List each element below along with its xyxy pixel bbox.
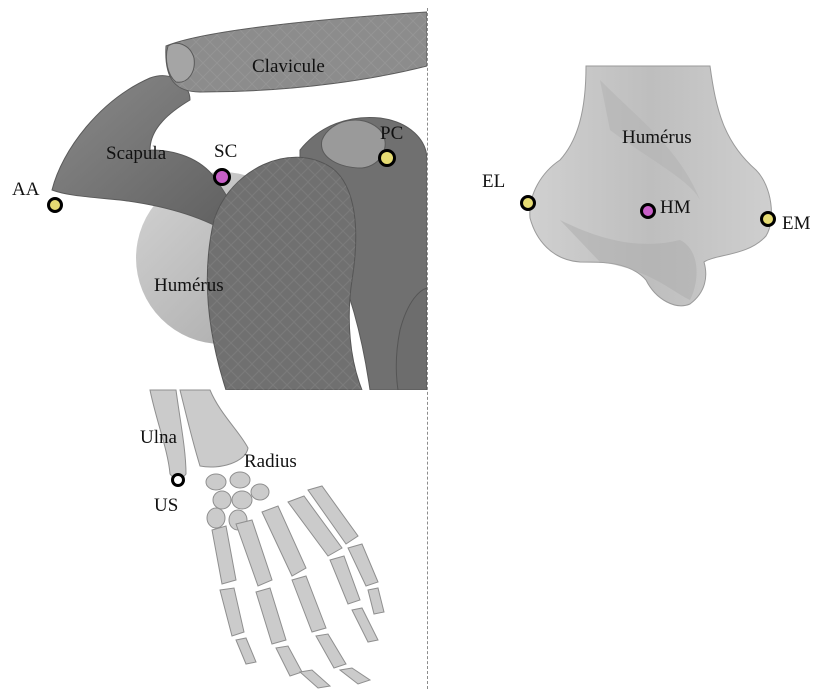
label-sc: SC [214, 142, 237, 161]
label-us: US [154, 496, 178, 515]
label-hm: HM [660, 198, 691, 217]
label-aa: AA [12, 180, 39, 199]
marker-em-icon [762, 213, 775, 226]
label-scapula: Scapula [106, 144, 166, 163]
label-humerus-shoulder: Humérus [154, 276, 224, 295]
label-humerus-elbow: Humérus [622, 128, 692, 147]
marker-hm-icon [642, 205, 655, 218]
marker-sc-icon [215, 170, 230, 185]
label-pc: PC [380, 124, 403, 143]
label-radius: Radius [244, 452, 297, 471]
label-el: EL [482, 172, 505, 191]
marker-aa-icon [49, 199, 62, 212]
marker-pc-icon [380, 151, 395, 166]
marker-el-icon [522, 197, 535, 210]
label-ulna: Ulna [140, 428, 177, 447]
label-clavicule: Clavicule [252, 57, 325, 76]
marker-us-icon [173, 475, 184, 486]
label-em: EM [782, 214, 811, 233]
